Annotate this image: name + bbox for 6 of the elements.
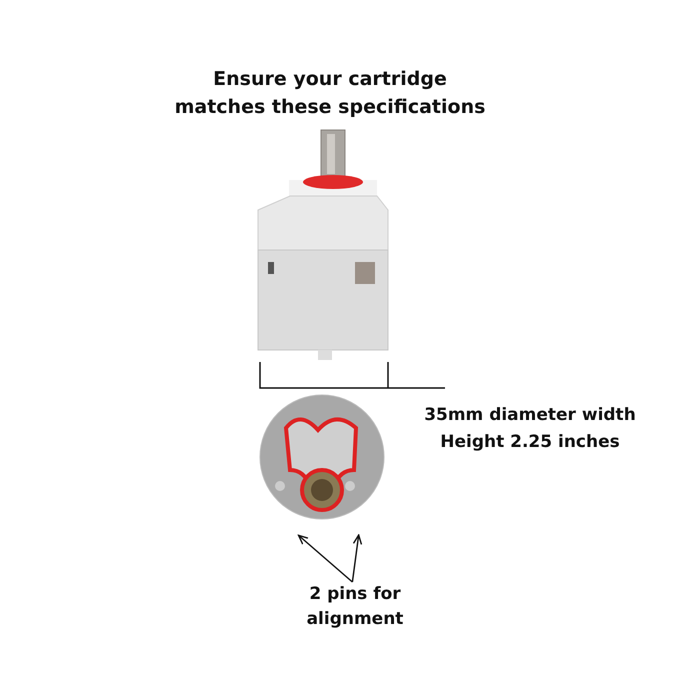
- leader-arrow: [298, 534, 353, 583]
- leader-arrow: [352, 534, 362, 582]
- dimension-label: 35mm diameter width: [423, 404, 637, 427]
- title: Ensure your cartridge matches these specifications: [174, 67, 486, 120]
- dimension-label: Height 2.25 inches: [439, 431, 621, 454]
- callout-text: 2 pins for alignment: [290, 582, 420, 632]
